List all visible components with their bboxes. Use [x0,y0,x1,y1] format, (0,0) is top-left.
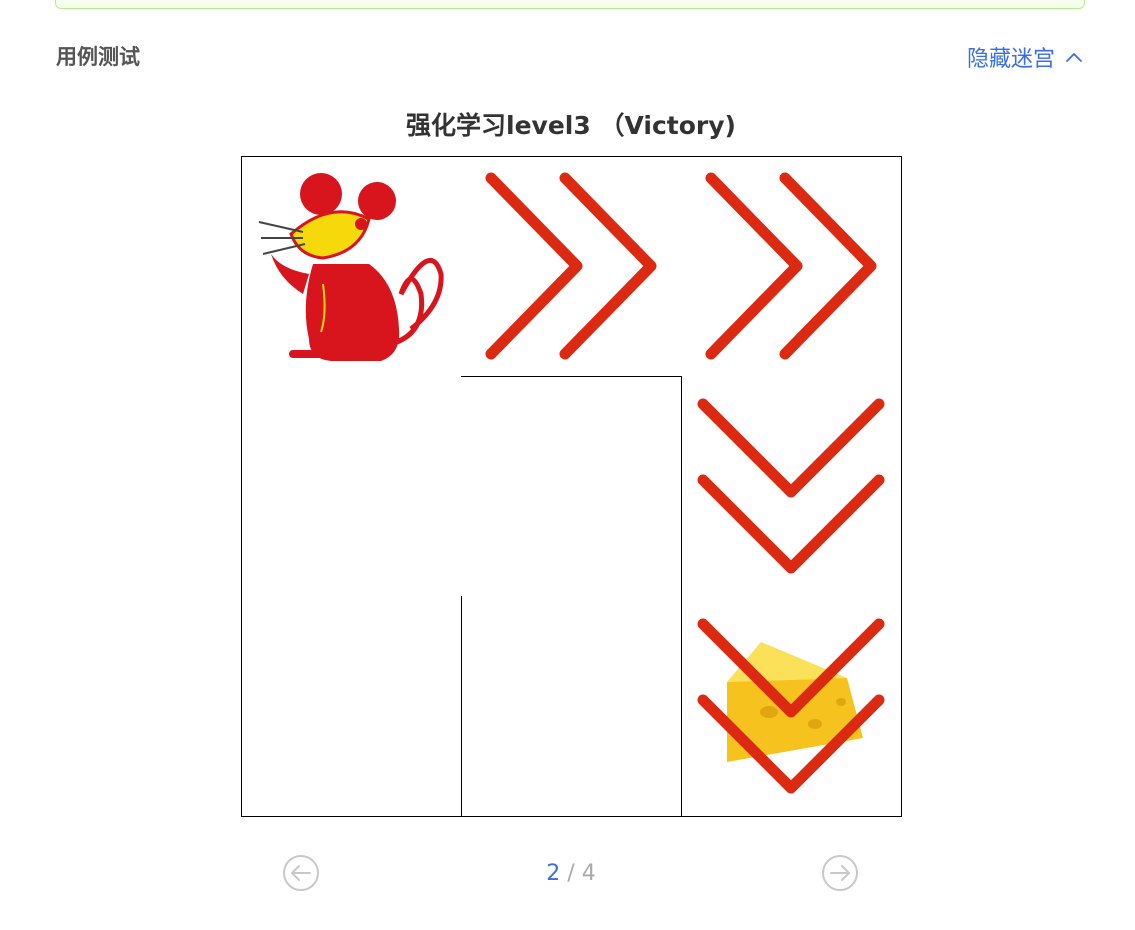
maze-walls [461,376,682,817]
prev-page-button[interactable] [282,854,320,892]
pager-separator: / [560,861,582,886]
next-page-button[interactable] [821,854,859,892]
arrow-right-icon [485,172,657,360]
arrow-down-icon [697,398,885,574]
pager-indicator: 2 / 4 [0,861,1135,886]
arrow-left-circle-icon [282,854,320,892]
mouse-icon [258,173,444,361]
hide-maze-label: 隐藏迷宫 [966,47,1055,72]
pager-total: 4 [581,861,596,886]
arrow-right-icon [705,172,877,360]
arrow-down-icon [697,618,885,794]
section-title: 用例测试 [56,45,140,69]
maze-grid [241,156,902,817]
chevron-up-icon [1065,51,1083,63]
pager-current: 2 [546,861,561,886]
status-banner [55,0,1085,9]
hide-maze-toggle[interactable]: 隐藏迷宫 [967,41,1083,73]
arrow-right-circle-icon [821,854,859,892]
maze-title: 强化学习level3 （Victory) [406,111,736,140]
